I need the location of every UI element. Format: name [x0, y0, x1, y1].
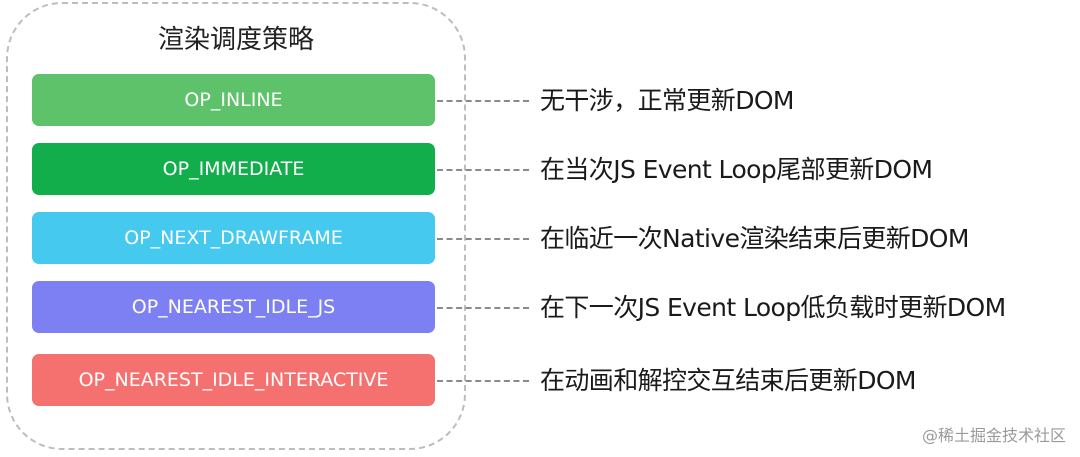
connector-line [437, 100, 529, 102]
watermark: @稀土掘金技术社区 [921, 426, 1066, 445]
mode-box-op-nearest-idle-js: OP_NEAREST_IDLE_JS [32, 281, 435, 333]
mode-box-op-next-drawframe: OP_NEXT_DRAWFRAME [32, 212, 435, 264]
mode-description: 在当次JS Event Loop尾部更新DOM [540, 155, 933, 184]
mode-description: 在临近一次Native渲染结束后更新DOM [540, 224, 969, 253]
connector-line [437, 380, 529, 382]
diagram-title: 渲染调度策略 [157, 25, 314, 55]
connector-line [437, 238, 529, 240]
mode-box-op-inline: OP_INLINE [32, 74, 435, 126]
connector-line [437, 307, 529, 309]
mode-description: 无干涉，正常更新DOM [540, 86, 795, 115]
mode-box-op-nearest-idle-interactive: OP_NEAREST_IDLE_INTERACTIVE [32, 354, 435, 406]
mode-description: 在下一次JS Event Loop低负载时更新DOM [540, 293, 1006, 322]
connector-line [437, 169, 529, 171]
mode-box-op-immediate: OP_IMMEDIATE [32, 143, 435, 195]
mode-description: 在动画和解控交互结束后更新DOM [540, 366, 917, 395]
